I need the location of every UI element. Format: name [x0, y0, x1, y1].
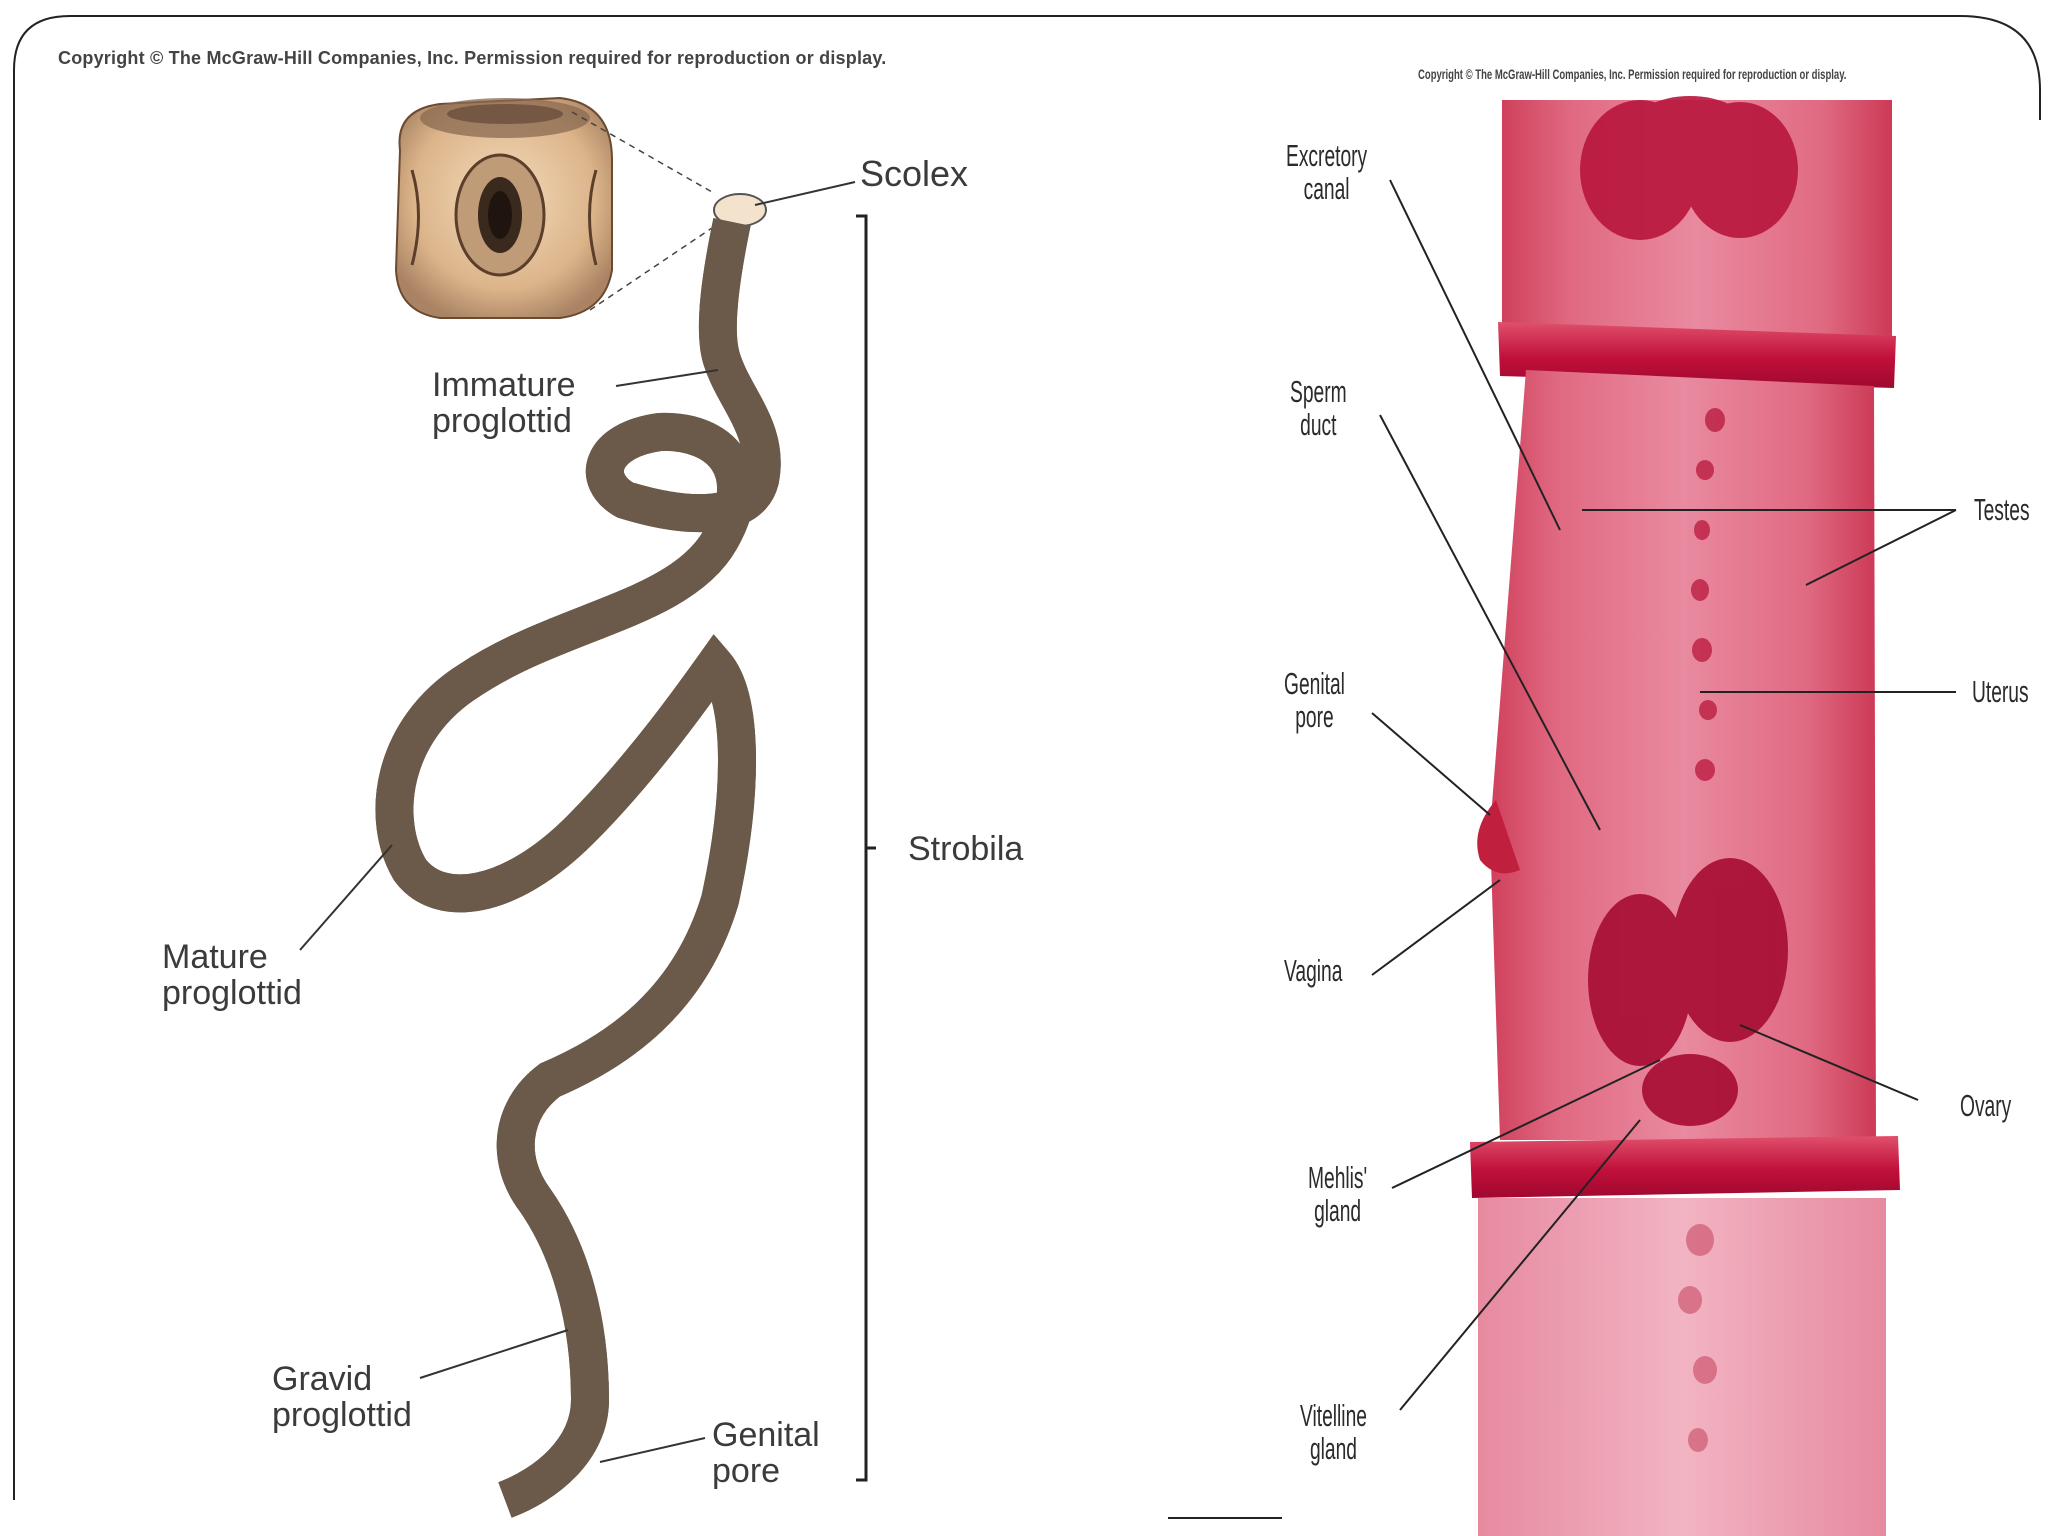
proglottid-micrograph: [1371, 96, 1957, 1536]
label-vitelline-gland: Vitelline gland: [1300, 1398, 1367, 1466]
label-strobila: Strobila: [908, 830, 1024, 868]
label-ovary: Ovary: [1960, 1088, 2012, 1123]
label-testes: Testes: [1974, 492, 2030, 527]
label-sperm-duct: Sperm duct: [1290, 374, 1347, 442]
label-uterus: Uterus: [1972, 674, 2029, 709]
label-gravid-proglottid: Gravid proglottid: [272, 1360, 412, 1434]
tapeworm-illustration: [299, 96, 876, 1536]
copyright-right: Copyright © The McGraw-Hill Companies, I…: [1418, 66, 1847, 82]
tapeworm-body: [394, 222, 761, 1500]
label-scolex: Scolex: [860, 153, 969, 194]
label-genital-pore-left: Genital pore: [712, 1416, 820, 1490]
label-mature-proglottid: Mature proglottid: [162, 938, 302, 1012]
label-vagina: Vagina: [1284, 953, 1343, 988]
copyright-left: Copyright © The McGraw-Hill Companies, I…: [58, 48, 887, 68]
label-excretory-canal: Excretory canal: [1286, 138, 1368, 206]
label-immature-proglottid: Immature proglottid: [432, 366, 576, 440]
scolex-magnified: [394, 96, 613, 319]
label-genital-pore-right: Genital pore: [1284, 666, 1345, 734]
label-mehlis-gland: Mehlis' gland: [1308, 1160, 1368, 1228]
